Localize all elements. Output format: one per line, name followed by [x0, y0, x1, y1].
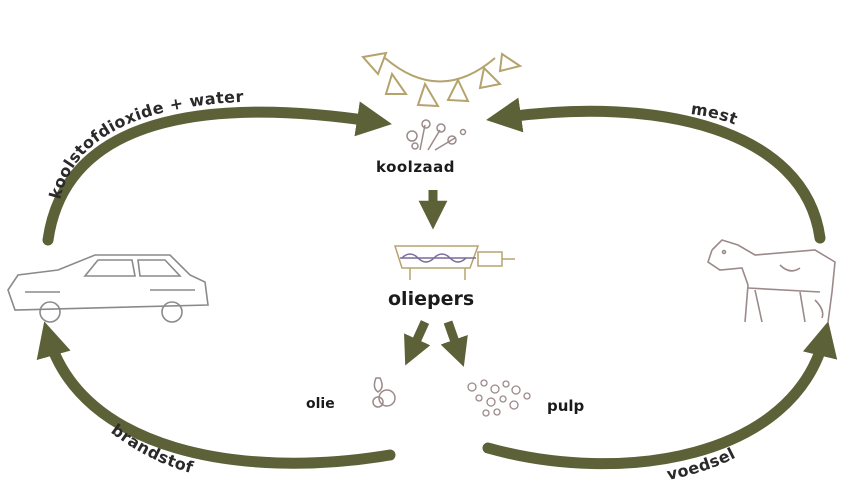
cycle-label-co2-water: koolstofdioxide + water — [45, 87, 244, 201]
arrow-cow-to-rapeseed — [500, 111, 820, 238]
rapeseed-label: koolzaad — [376, 158, 455, 176]
oil-drops-icon — [373, 378, 395, 407]
arrow-oil-to-car — [48, 335, 390, 463]
arrow-pulp-to-cow — [488, 335, 825, 464]
car-icon — [8, 255, 208, 322]
oil-press-icon — [395, 246, 515, 280]
oil-press-label: oliepers — [388, 288, 474, 310]
rapeseed-icon — [407, 120, 466, 150]
cow-icon — [708, 240, 835, 322]
sun-icon — [363, 53, 520, 106]
oil-label: olie — [306, 396, 335, 412]
arrow-press-to-pulp — [448, 322, 460, 356]
pulp-label: pulp — [547, 397, 584, 415]
pulp-icon — [468, 380, 530, 416]
arrow-press-to-oil — [410, 322, 425, 355]
